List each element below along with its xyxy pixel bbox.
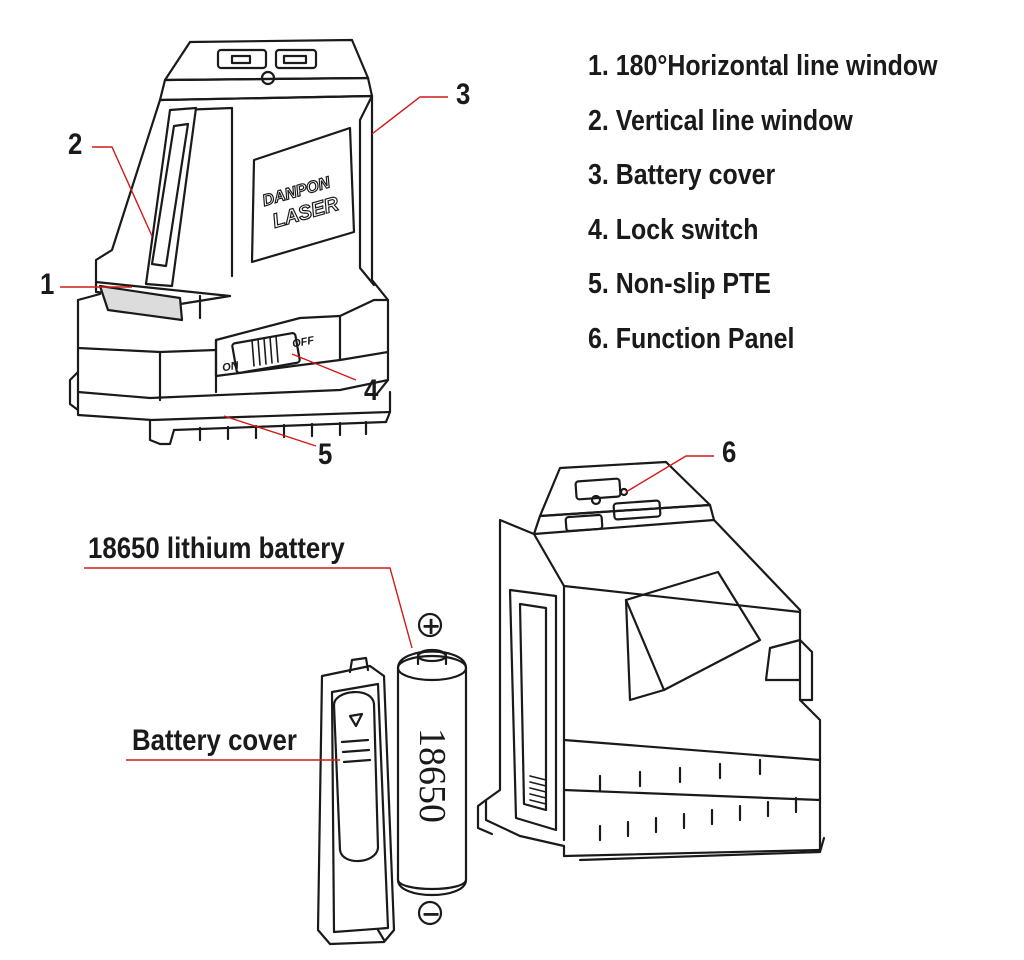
leader-lines: [60, 96, 714, 761]
switch-off-label: OFF: [291, 335, 315, 351]
leader-battery: [84, 567, 413, 649]
legend-item-non-slip: 5. Non-slip PTE: [588, 268, 771, 301]
battery-minus-sign: −: [421, 900, 441, 928]
legend-item-battery-cover: 3. Battery cover: [588, 159, 776, 192]
legend-item-horizontal-window: 1. 180°Horizontal line window: [588, 50, 938, 82]
laser-level-rear-view: [476, 460, 826, 862]
leader-2: [92, 146, 153, 237]
callout-number-6: 6: [722, 436, 737, 469]
battery-plus-sign: +: [421, 612, 441, 640]
battery-callout-label: 18650 lithium battery: [88, 532, 345, 565]
brand-plate: DANPON LASER: [260, 174, 342, 234]
callout-number-1: 1: [40, 268, 55, 301]
legend-item-function-panel: 6. Function Panel: [588, 322, 795, 355]
leader-4: [291, 353, 357, 381]
callout-number-2: 2: [68, 128, 83, 161]
callout-number-4: 4: [364, 374, 379, 407]
leader-6: [625, 455, 714, 493]
battery-model-text: 18650: [411, 728, 453, 823]
legend-item-vertical-window: 2. Vertical line window: [588, 104, 853, 137]
battery-cover-illustration: [316, 656, 396, 946]
callout-number-3: 3: [456, 78, 471, 111]
parts-legend: 1. 180°Horizontal line window 2. Vertica…: [588, 48, 994, 376]
switch-on-label: ON: [221, 359, 240, 374]
laser-level-front-view: [68, 38, 392, 446]
battery-illustration: [396, 612, 468, 926]
callout-number-5: 5: [318, 438, 333, 471]
legend-item-lock-switch: 4. Lock switch: [588, 213, 759, 246]
cover-callout-label: Battery cover: [132, 724, 297, 757]
leader-5: [223, 415, 317, 447]
leader-3: [371, 96, 448, 135]
